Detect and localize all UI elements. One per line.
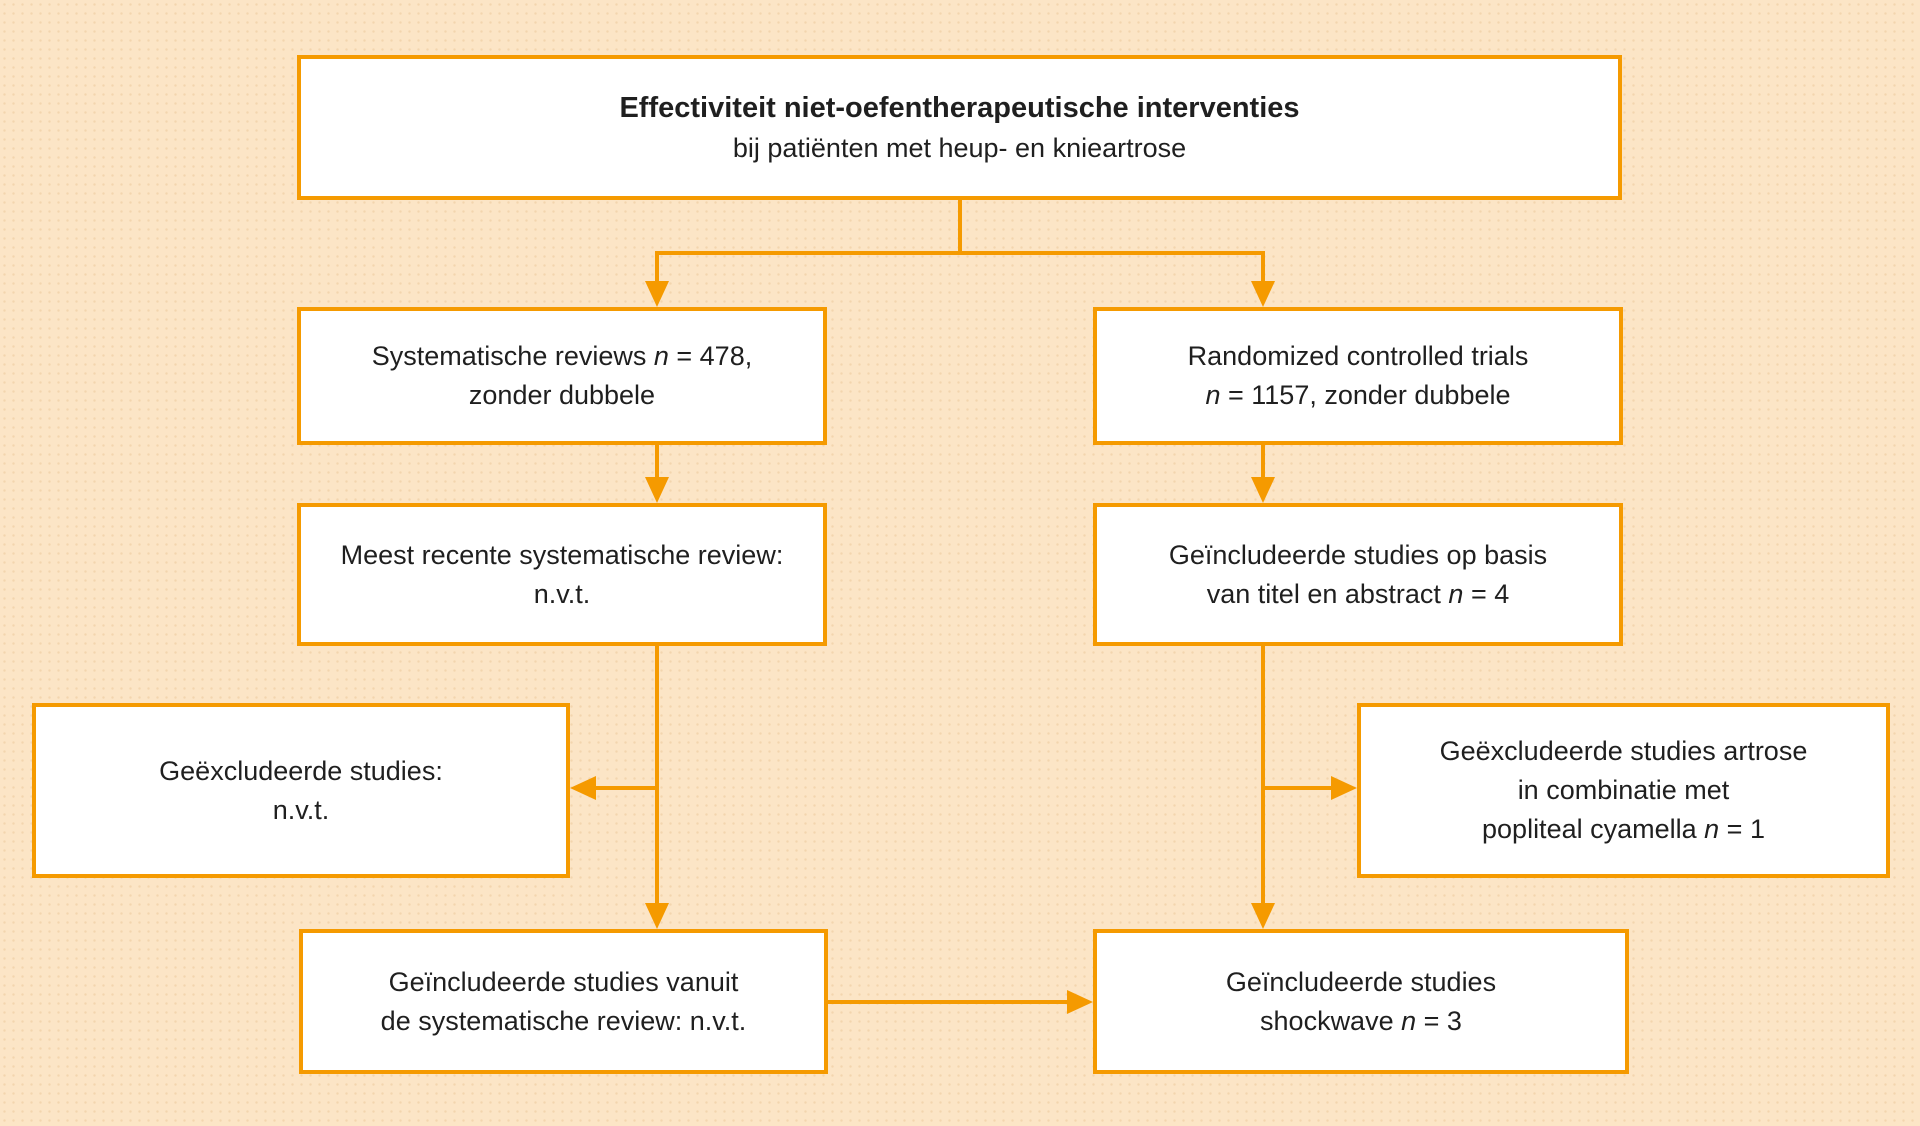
node-excluded-studies-left: Geëxcludeerde studies:n.v.t.: [32, 703, 570, 878]
connector-left-row3-row5: [655, 646, 659, 905]
arrowhead-into-included-shockwave-horizontal: [1067, 990, 1093, 1014]
arrowhead-into-excluded-right: [1331, 776, 1357, 800]
connector-bottom-horizontal: [828, 1000, 1069, 1004]
node-systematic-reviews: Systematische reviews n = 478,zonder dub…: [297, 307, 827, 445]
arrowhead-into-excluded-left: [570, 776, 596, 800]
arrowhead-into-randomized-controlled-trials: [1251, 281, 1275, 307]
connector-to-excluded-right: [1261, 786, 1333, 790]
node-excluded-studies-left-text: Geëxcludeerde studies:n.v.t.: [159, 755, 443, 825]
node-title-text: Effectiviteit niet-oefentherapeutische i…: [619, 91, 1300, 163]
node-most-recent-review-text: Meest recente systematische review:n.v.t…: [340, 539, 784, 609]
connector-right-row3-row5: [1261, 646, 1265, 905]
node-title: Effectiviteit niet-oefentherapeutische i…: [297, 55, 1622, 200]
connector-right-row2-row3: [1261, 445, 1265, 479]
node-most-recent-review: Meest recente systematische review:n.v.t…: [297, 503, 827, 646]
arrowhead-into-included-shockwave: [1251, 903, 1275, 929]
arrowhead-into-included-title-abstract: [1251, 477, 1275, 503]
connector-branch-right-stem: [1261, 251, 1265, 283]
connector-branch-left-stem: [655, 251, 659, 283]
arrowhead-into-included-from-review: [645, 903, 669, 929]
arrowhead-into-systematic-reviews: [645, 281, 669, 307]
arrowhead-into-most-recent-review: [645, 477, 669, 503]
connector-to-excluded-left: [592, 786, 659, 790]
connector-branch-horizontal: [655, 251, 1265, 255]
connector-title-stem: [958, 200, 962, 255]
connector-left-row2-row3: [655, 445, 659, 479]
node-systematic-reviews-text: Systematische reviews n = 478,zonder dub…: [371, 341, 753, 410]
